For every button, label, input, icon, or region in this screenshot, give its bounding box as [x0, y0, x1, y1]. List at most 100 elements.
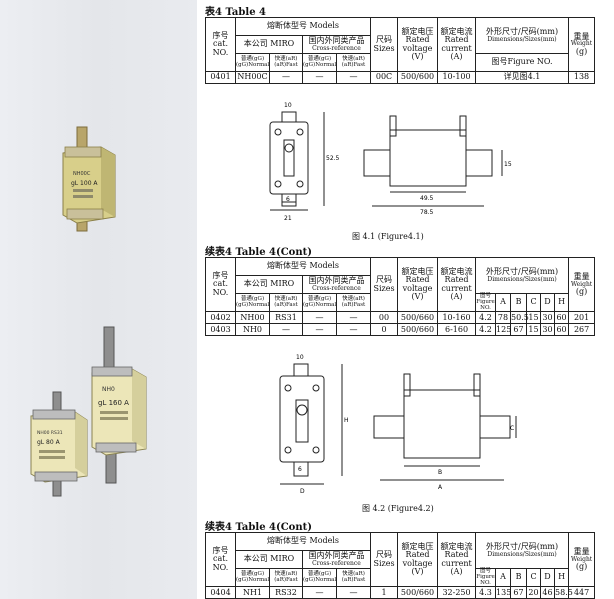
fuse1-label: NH00C [73, 171, 91, 177]
cell-d: 30 [540, 311, 556, 325]
col-gg: 普通(gG) [240, 570, 265, 577]
dim-78-5: 78.5 [420, 209, 434, 216]
col-current-unit: (A) [450, 51, 463, 61]
fuse3-label: NH0 [102, 386, 115, 393]
cell-fig: 详见图4.1 [475, 71, 570, 84]
col-cross-gg: 普通(gG) [307, 570, 332, 577]
cell-size: 1 [370, 586, 399, 599]
figure-4-2-front-view: 10 H 6 D [279, 354, 349, 495]
table-row: 0401 NH00C — — — 00C 500/600 10-100 详见图4… [205, 71, 596, 84]
col-weight-en: Weight [570, 40, 593, 48]
col-voltage-en: Rated voltage [402, 550, 433, 568]
cell-a: 135 [495, 586, 511, 599]
cell-cross-ar: — [335, 311, 372, 325]
col-weight-en: Weight [570, 280, 593, 288]
col-models: 熔断体型号 Models [234, 17, 372, 36]
col-weight-zh: 重量 [573, 272, 590, 282]
cell-cross-gg: — [302, 323, 337, 337]
col-sizes-zh: 尺码 [376, 550, 393, 560]
col-cross-ar: 快速(aR) [342, 55, 365, 62]
col-sizes-en: Sizes [373, 558, 395, 568]
col-current-en: Rated current [441, 35, 472, 53]
cell-cat: 0401 [205, 71, 236, 84]
cell-ar: — [269, 71, 303, 84]
col-dims-en: Dimensions/Sizes(mm) [487, 275, 557, 283]
col-figno-en: Figure NO. [476, 573, 495, 586]
cell-cross-gg: — [302, 311, 337, 325]
cell-fig: 4.2 [475, 323, 497, 337]
col-ar2: (aR)Fast [274, 301, 298, 308]
col-dims-zh: 外形尺寸/尺码(mm) [485, 27, 559, 37]
cell-b: 67 [510, 323, 528, 337]
col-c: C [526, 567, 542, 588]
dim-c: C [510, 425, 514, 432]
fuse3-rating: gL 160 A [98, 399, 129, 407]
col-cross-ar: 快速(aR) [342, 295, 365, 302]
cell-a: 125 [495, 323, 511, 337]
col-cross-zh: 国内外同类产品 [308, 551, 365, 561]
cell-cross-ar: — [335, 71, 372, 84]
cell-fig: 4.2 [475, 311, 497, 325]
cell-c: 15 [526, 311, 542, 325]
col-miro: 本公司 MIRO [235, 550, 303, 569]
col-ar2: (aR)Fast [274, 576, 298, 583]
dim-49-5: 49.5 [420, 195, 434, 202]
col-cross-zh: 国内外同类产品 [308, 36, 365, 46]
table-row: 0403 NH0 — — — 0 500/660 6-160 4.2 125 6… [205, 323, 596, 337]
cell-b: 50.5 [510, 311, 529, 325]
figure-4-2-caption: 图 4.2 (Figure4.2) [362, 504, 434, 513]
dim-6: 6 [286, 196, 290, 203]
col-ar: 快速(aR) [274, 295, 298, 302]
cell-voltage: 500/660 [397, 586, 439, 599]
col-voltage-unit: (V) [411, 567, 424, 577]
cell-weight: 201 [568, 311, 596, 325]
col-cross-gg2: (gG)Normal [303, 576, 337, 583]
cell-size: 0 [370, 323, 399, 337]
col-b: B [510, 567, 528, 588]
col-ar: 快速(aR) [274, 55, 298, 62]
col-current-en: Rated current [441, 275, 472, 293]
cell-h: 60 [554, 323, 570, 337]
figure-4-1-front-view: 10 52.5 6 21 [269, 102, 340, 222]
cell-c: 15 [526, 323, 542, 337]
col-dims-en: Dimensions/Sizes(mm) [487, 550, 557, 558]
cell-c: 20 [526, 586, 542, 599]
fuse1-rating: gL 100 A [71, 180, 98, 187]
col-cross-ar2: (aR)Fast [341, 301, 366, 308]
table1-caption: 表4 Table 4 [205, 7, 266, 18]
cell-cat: 0404 [205, 586, 236, 599]
col-figno-zh: 图号 [480, 293, 492, 299]
col-cat-en: cat. NO. [212, 279, 229, 297]
col-cross-ar2: (aR)Fast [341, 61, 366, 68]
col-current-en: Rated current [441, 550, 472, 568]
cell-cross-gg: — [302, 586, 337, 599]
col-voltage-en: Rated voltage [402, 275, 433, 293]
figure-4-1-caption: 图 4.1 (Figure4.1) [352, 232, 424, 241]
col-cross-en: Cross-reference [312, 284, 361, 292]
col-figno: 图号Figure NO. [475, 53, 570, 72]
col-weight-unit: (g) [575, 46, 588, 56]
col-cat-zh: 序号 [212, 30, 229, 40]
col-cat-zh: 序号 [212, 546, 229, 556]
cell-gg: NH00 [235, 311, 270, 325]
table-row: 0404 NH1 RS32 — — 1 500/660 32-250 4.3 1… [205, 586, 596, 599]
col-d: D [540, 567, 556, 588]
col-gg2: (gG)Normal [236, 576, 270, 583]
cell-d: 30 [540, 323, 556, 337]
cell-current: 10-160 [437, 311, 477, 325]
dim-15: 15 [504, 161, 512, 168]
dim-21: 21 [284, 215, 292, 222]
col-gg2: (gG)Normal [236, 61, 270, 68]
cell-h: 60 [554, 311, 570, 325]
col-voltage-zh: 额定电压 [401, 26, 434, 36]
cell-cross-gg: — [302, 71, 337, 84]
cell-a: 78 [495, 311, 512, 325]
cell-current: 10-100 [437, 71, 477, 84]
col-cross-gg: 普通(gG) [307, 295, 332, 302]
cell-ar: RS32 [269, 586, 303, 599]
col-ar2: (aR)Fast [274, 61, 298, 68]
cell-cat: 0403 [205, 323, 236, 337]
col-cross-gg: 普通(gG) [307, 55, 332, 62]
col-current-zh: 额定电流 [440, 541, 473, 551]
